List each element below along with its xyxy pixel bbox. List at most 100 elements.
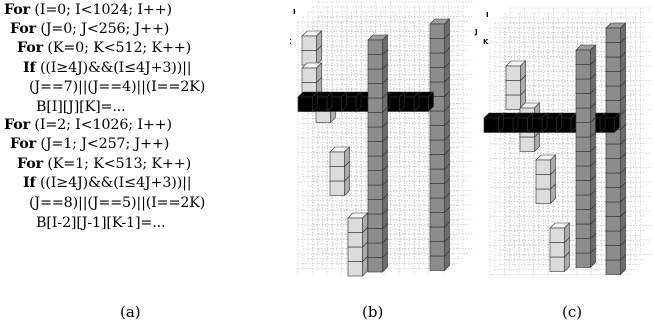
cube-front <box>549 256 565 272</box>
cube-front <box>605 71 621 87</box>
cube-front <box>429 212 445 228</box>
code-text: B[I][J][K]=... <box>36 99 126 115</box>
cube-front <box>505 65 521 81</box>
cube-front <box>575 151 591 167</box>
cube-front <box>367 68 383 84</box>
code-line: For (J=0; J<256; J++) <box>10 21 169 38</box>
array-access-figure-c: I K <box>483 7 650 276</box>
array-access-figure-b: I J K <box>290 1 478 277</box>
grid-lines-c <box>489 7 650 276</box>
cube-front <box>367 83 383 99</box>
cube-front <box>605 85 621 101</box>
cube-front <box>575 107 591 123</box>
code-text: (K=0; K<512; K++) <box>43 40 192 56</box>
cube-front <box>575 252 591 268</box>
axis-label-i: I <box>293 8 296 16</box>
cube-front <box>605 201 621 217</box>
cube-front <box>575 223 591 239</box>
cube-front <box>575 209 591 225</box>
cube-front <box>429 110 445 126</box>
cube-front <box>367 141 383 157</box>
code-line: For (J=1; J<257; J++) <box>10 136 169 153</box>
cube-front <box>575 49 591 65</box>
code-keyword: For <box>10 136 36 152</box>
cube-front <box>535 188 551 204</box>
cube-front <box>367 112 383 128</box>
cube-front <box>429 139 445 155</box>
cube-front <box>367 54 383 70</box>
caption-a: (a) <box>120 303 141 321</box>
cube-front <box>347 246 363 262</box>
cube-front <box>429 125 445 141</box>
cube-front <box>505 80 521 96</box>
cube-front <box>367 97 383 113</box>
code-text: ((I≥4J)&&(I≤4J+3))|| <box>35 60 192 76</box>
cube-front <box>429 197 445 213</box>
cube-front <box>367 184 383 200</box>
cube-front <box>367 257 383 273</box>
cube-front <box>605 172 621 188</box>
code-line: (J==7)||(J==4)||(I==2K) <box>29 79 205 96</box>
cube-stack-b <box>297 18 451 277</box>
axis-label-i: I <box>486 11 489 19</box>
cube-front <box>367 155 383 171</box>
cube-front <box>429 183 445 199</box>
code-text: (J==7)||(J==4)||(I==2K) <box>29 79 206 95</box>
code-line: For (K=1; K<513; K++) <box>17 156 191 173</box>
code-text: ((I≥4J)&&(I≤4J+3))|| <box>35 175 192 191</box>
cube-front <box>575 93 591 109</box>
code-keyword: If <box>23 175 36 191</box>
cube-front <box>367 228 383 244</box>
cube-front <box>605 230 621 246</box>
cube-front <box>429 168 445 184</box>
code-line: For (I=2; I<1026; I++) <box>4 117 172 134</box>
code-keyword: If <box>23 60 36 76</box>
cube-front <box>605 216 621 232</box>
code-line: For (I=0; I<1024; I++) <box>4 2 172 19</box>
cube-front <box>575 136 591 152</box>
cube-front <box>429 241 445 257</box>
code-line: If ((I≥4J)&&(I≤4J+3))|| <box>23 175 192 192</box>
cube-front <box>575 78 591 94</box>
cube-front <box>605 245 621 261</box>
cube-front <box>575 194 591 210</box>
cube-front <box>329 180 345 196</box>
axis-label-j: J <box>474 28 478 36</box>
cube-front <box>483 117 499 133</box>
cube-front <box>429 38 445 54</box>
cube-front <box>347 217 363 233</box>
cube-front <box>367 199 383 215</box>
cube-front <box>505 94 521 110</box>
code-text: (J==8)||(J==5)||(I==2K) <box>29 195 206 211</box>
cube-front <box>605 56 621 72</box>
cube-front <box>347 261 363 277</box>
cube-front <box>301 35 317 51</box>
cube-front <box>549 227 565 243</box>
code-line: (J==8)||(J==5)||(I==2K) <box>29 195 205 212</box>
cube-front <box>367 39 383 55</box>
cube-front <box>367 126 383 142</box>
cube-front <box>429 23 445 39</box>
cube-front <box>429 154 445 170</box>
cube-front <box>329 166 345 182</box>
cube-front <box>535 159 551 175</box>
caption-b: (b) <box>362 303 384 321</box>
code-text: (K=1; K<513; K++) <box>43 156 192 172</box>
code-text: (J=0; J<256; J++) <box>36 21 170 37</box>
cube-front <box>575 238 591 254</box>
cube-front <box>605 42 621 58</box>
code-keyword: For <box>10 21 36 37</box>
code-line: B[I-2][J-1][K-1]=... <box>36 215 166 232</box>
axis-label-k: K <box>290 38 292 46</box>
code-keyword: For <box>17 156 43 172</box>
cube-front <box>549 242 565 258</box>
cube-front <box>575 64 591 80</box>
cube-stack-c <box>483 22 627 276</box>
code-line: B[I][J][K]=... <box>36 99 126 116</box>
cube-front <box>605 187 621 203</box>
cube-front <box>519 136 535 152</box>
axis-label-k: K <box>483 38 489 46</box>
code-text: (I=0; I<1024; I++) <box>30 2 172 18</box>
cube-front <box>605 259 621 275</box>
cube-front <box>429 67 445 83</box>
